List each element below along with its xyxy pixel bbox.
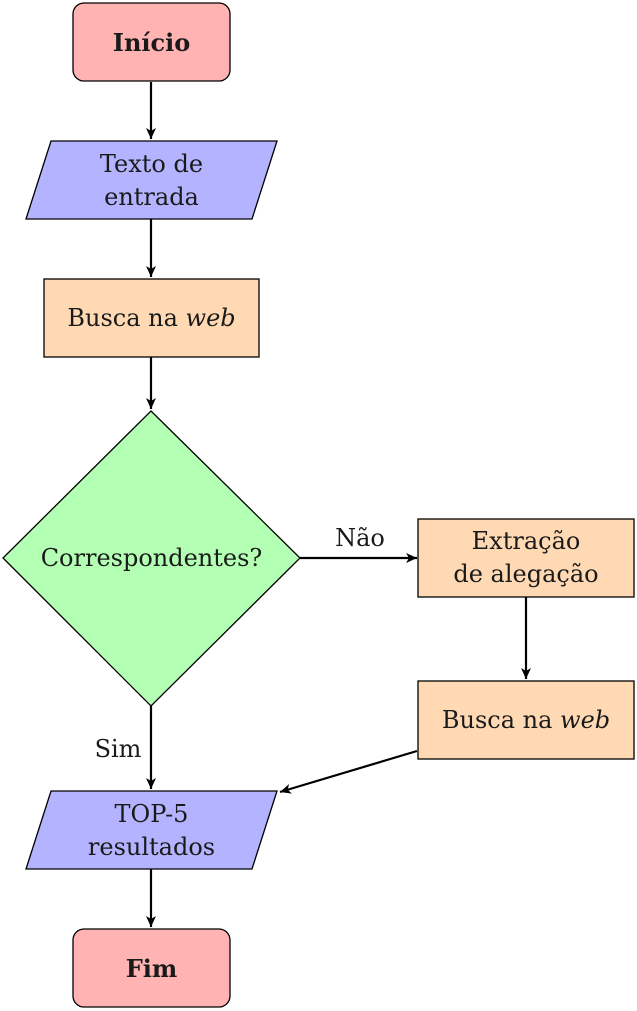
extract-node: Extração de alegação xyxy=(417,518,635,598)
search2-node: Busca na web xyxy=(417,680,635,760)
start-label: Início xyxy=(113,28,191,57)
start-node: Início xyxy=(72,2,231,82)
input-label-line1: Texto de xyxy=(100,150,203,178)
search2-label-prefix: Busca na xyxy=(442,706,560,734)
search2-label: Busca na web xyxy=(442,706,610,734)
search2-label-web: web xyxy=(560,706,610,734)
input-label-line2: entrada xyxy=(104,183,199,211)
output-node: TOP-5 resultados xyxy=(25,790,278,870)
edges xyxy=(146,82,531,927)
decision-label: Correspondentes? xyxy=(41,544,263,572)
decision-node: Correspondentes? xyxy=(2,410,301,707)
extract-label-line2: de alegação xyxy=(453,560,598,588)
search-label-prefix: Busca na xyxy=(67,304,185,332)
extract-label-line1: Extração xyxy=(472,527,581,555)
end-label: Fim xyxy=(126,954,178,983)
edge-search2-to-output xyxy=(279,749,418,794)
edge-label-yes: Sim xyxy=(95,735,142,763)
output-label-line2: resultados xyxy=(88,833,215,861)
end-node: Fim xyxy=(72,928,231,1008)
search-node: Busca na web xyxy=(43,278,260,358)
input-node: Texto de entrada xyxy=(25,140,278,220)
edge-label-no: Não xyxy=(335,524,385,552)
search-label: Busca na web xyxy=(67,304,235,332)
search-label-web: web xyxy=(186,304,236,332)
output-label-line1: TOP-5 xyxy=(115,800,189,828)
